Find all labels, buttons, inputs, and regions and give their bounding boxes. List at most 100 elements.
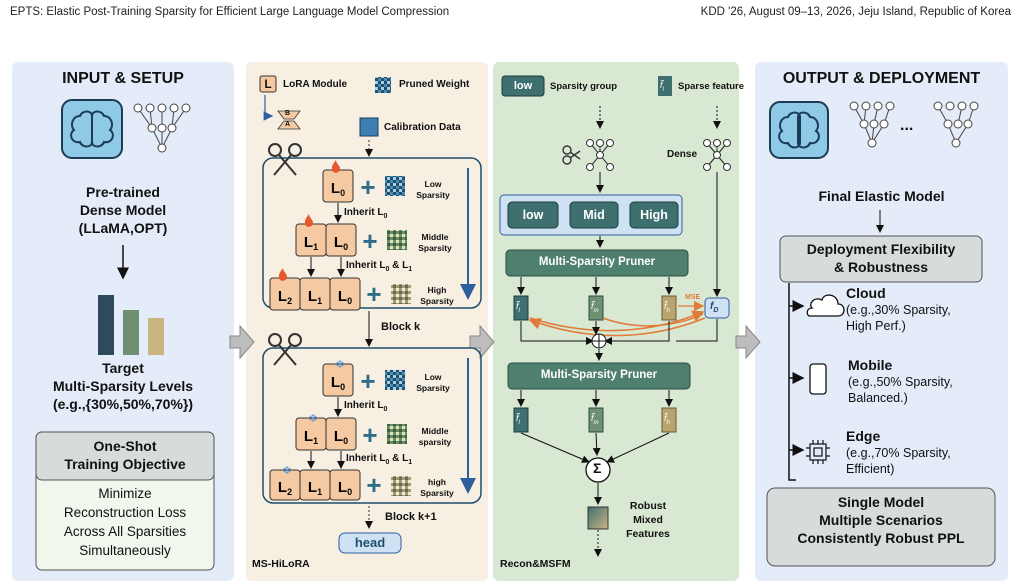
inherit01-k1: Inherit L0 & L1 [346, 453, 413, 466]
feature-mid-2 [588, 407, 604, 433]
legend-low: low [513, 80, 533, 92]
legend-pruned: Pruned Weight [399, 79, 470, 90]
objective-title1: One-Shot [93, 438, 157, 454]
legend-group: Sparsity group [550, 81, 618, 92]
f-m-2: f̃m [591, 413, 599, 426]
group-mid-label: Mid [583, 208, 605, 222]
feature-low-2 [513, 407, 529, 433]
pruner-2-label: Multi-Sparsity Pruner [540, 369, 658, 381]
cloud-desc1: (e.g.,30% Sparsity, [846, 303, 951, 317]
bk-high2: Sparsity [420, 296, 454, 306]
scissors-icon [268, 143, 302, 176]
paper-header-left: EPTS: Elastic Post-Training Sparsity for… [10, 6, 450, 18]
cloud-icon [806, 294, 845, 317]
legend-feature: Sparse feature [678, 81, 745, 92]
edge-desc1: (e.g.,70% Sparsity, [846, 446, 951, 460]
edge-desc2: Efficient) [846, 462, 895, 476]
target-line3: (e.g.,{30%,50%,70%}) [52, 396, 194, 412]
pruner-1-label: Multi-Sparsity Pruner [538, 256, 656, 268]
snowflake-icon: ❄ [335, 359, 344, 371]
bk-high1: High [427, 285, 447, 295]
block-k-label: Block k [381, 321, 421, 333]
network-icon [133, 103, 191, 153]
output-network-icon-2 [933, 101, 979, 148]
objective-body1: Minimize [98, 486, 152, 501]
f-l-1: f̃l [516, 301, 520, 314]
dense-network-icon [703, 139, 731, 171]
inherit0-k: Inherit L0 [344, 207, 388, 220]
objective-body2: Reconstruction Loss [63, 505, 187, 520]
pruned-weight-legend-icon [375, 77, 391, 93]
fd-label: fD [710, 301, 719, 314]
sigma-node [585, 457, 611, 483]
final-model: Final Elastic Model [818, 188, 945, 204]
group-legend-icon [501, 75, 545, 97]
sigma-label: Σ [593, 460, 602, 476]
flex-line1: Deployment Flexibility [806, 241, 956, 257]
objective-body4: Simultaneously [79, 543, 171, 558]
target-line2: Multi-Sparsity Levels [52, 378, 194, 394]
pruner-2 [507, 362, 691, 390]
lora-letter: L [264, 77, 272, 91]
single-line2: Multiple Scenarios [819, 512, 943, 528]
feature-high-2 [661, 407, 677, 433]
svg-text:+: + [362, 420, 377, 450]
f-h-1: f̃h [664, 301, 670, 314]
fire-icon [331, 160, 340, 173]
f-legend: f̃l [660, 80, 664, 93]
output-title: OUTPUT & DEPLOYMENT [782, 70, 981, 87]
svg-text:+: + [362, 226, 377, 256]
objective-body3: Across All Sparsities [63, 524, 187, 539]
legend-calib: Calibration Data [384, 122, 461, 133]
model-line2: Dense Model [79, 202, 167, 218]
svg-text:+: + [360, 172, 375, 202]
model-line3: (LLaMA,OPT) [78, 220, 168, 236]
bk1-low2: Sparsity [416, 383, 450, 393]
cloud-desc2: High Perf.) [846, 319, 906, 333]
feature-low-1 [513, 295, 529, 321]
group-low-label: low [522, 208, 544, 222]
lora-b: B [285, 110, 291, 117]
mse-label: MSE [685, 294, 701, 301]
inherit0-k1: Inherit L0 [344, 400, 388, 413]
feature-high-1 [661, 295, 677, 321]
paper-header-right: KDD '26, August 09–13, 2026, Jeju Island… [700, 6, 1011, 18]
feature-mid-1 [588, 295, 604, 321]
flow-arrow-2 [469, 324, 495, 360]
objective-title-box [35, 431, 215, 481]
inherit01-k: Inherit L0 & L1 [346, 260, 413, 273]
block-k-l0-mid [325, 223, 357, 257]
svg-text:❄: ❄ [282, 465, 291, 477]
bk-low1: Low [424, 179, 442, 189]
robust-2: Mixed [633, 514, 663, 526]
svg-text:+: + [360, 366, 375, 396]
bk1-high1: high [428, 477, 446, 487]
cloud-label: Cloud [846, 285, 886, 301]
group-high [629, 201, 679, 229]
group-mid [569, 201, 619, 229]
objective-title2: Training Objective [64, 456, 186, 472]
dense-label: Dense [667, 149, 698, 160]
svg-text:+: + [366, 470, 381, 500]
f-m-1: f̃m [591, 301, 599, 314]
head-label: head [354, 535, 386, 550]
single-line3: Consistently Robust PPL [797, 530, 965, 546]
lora-a: A [285, 121, 291, 128]
block-k1-label: Block k+1 [385, 511, 437, 523]
dense-feature [704, 297, 730, 319]
bk1-mid2: sparsity [418, 437, 452, 447]
group-high-label: High [640, 208, 668, 222]
ellipsis: ... [900, 117, 914, 134]
bar-icon-1 [98, 295, 114, 355]
flow-arrow-3 [735, 324, 761, 360]
target-line1: Target [102, 360, 144, 376]
bk-mid2: Sparsity [418, 243, 452, 253]
f-h-2: f̃h [664, 413, 670, 426]
mobile-desc1: (e.g.,50% Sparsity, [848, 375, 953, 389]
flex-line2: & Robustness [833, 259, 929, 275]
mobile-desc2: Balanced.) [848, 391, 908, 405]
block-k-container [262, 157, 482, 309]
edge-label: Edge [846, 428, 881, 444]
bk-mid1: Middle [421, 232, 449, 242]
